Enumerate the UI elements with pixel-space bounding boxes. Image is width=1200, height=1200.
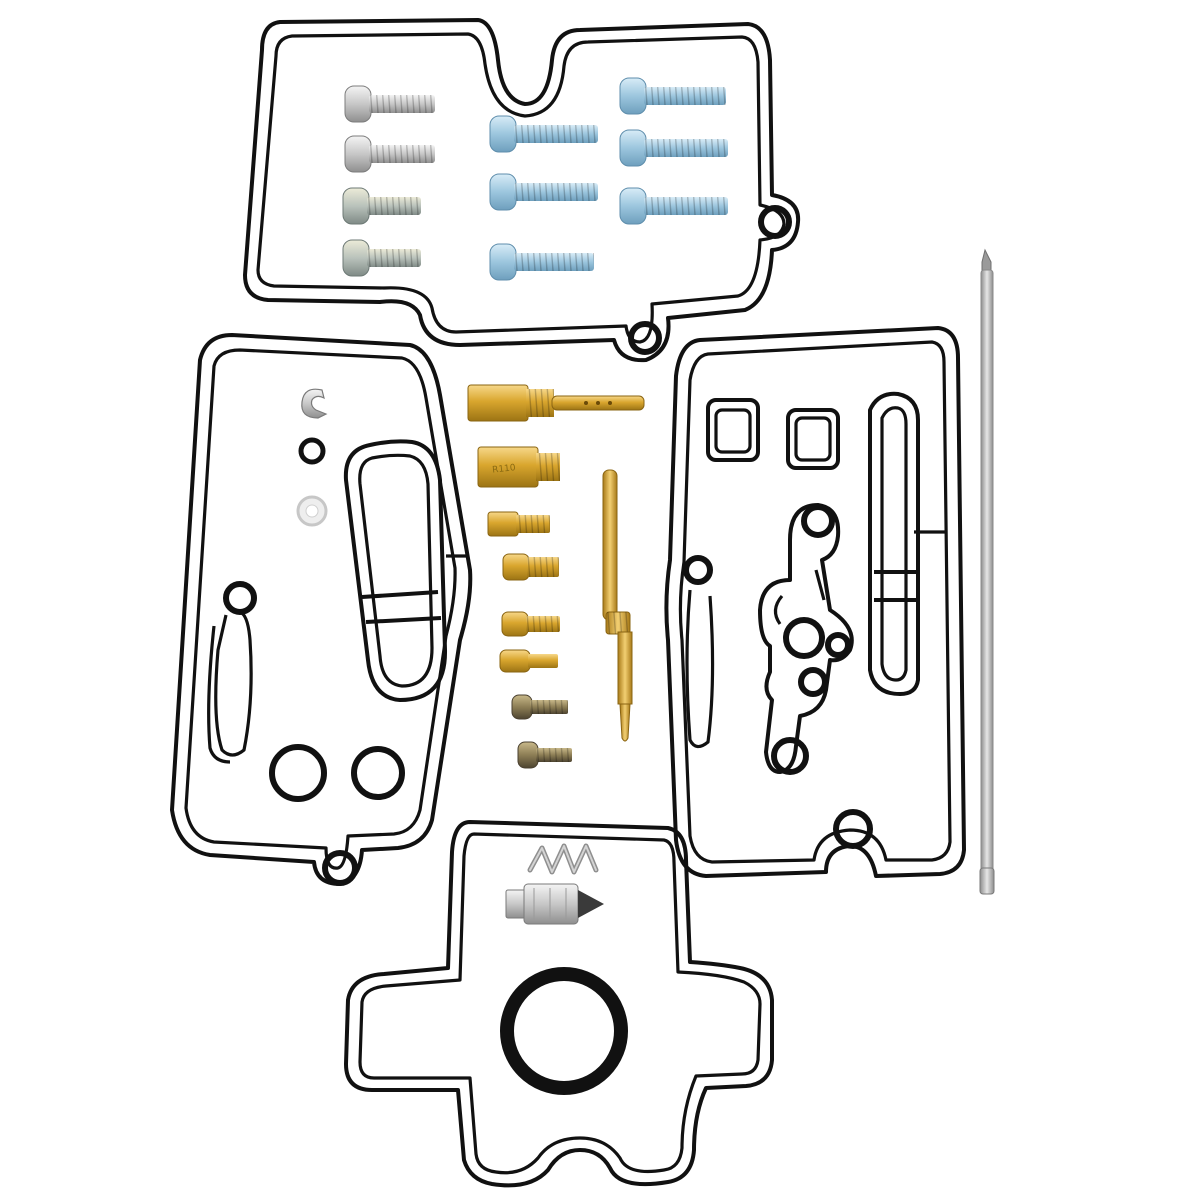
short-zinc-screw — [342, 239, 421, 277]
small-ring — [683, 555, 713, 585]
brass-jet-small — [487, 511, 550, 537]
needle-valve — [505, 883, 604, 925]
left-gasket-eyelet — [322, 850, 358, 886]
spring — [527, 843, 599, 875]
ring-on-shape — [783, 617, 825, 659]
float-pin-rod — [979, 248, 995, 895]
washer — [296, 495, 328, 527]
small-o-ring — [298, 437, 326, 465]
dark-screw — [517, 741, 572, 769]
jet-needle — [602, 469, 633, 742]
ring-on-shape — [801, 504, 835, 538]
short-zinc-screw — [342, 187, 421, 225]
blue-zinc-screw — [619, 187, 728, 225]
blue-zinc-screw — [619, 77, 726, 115]
main-jet: R110 — [477, 446, 560, 488]
top-gasket — [243, 18, 801, 363]
brass-pilot-screw — [499, 649, 558, 673]
silver-screw — [344, 135, 435, 173]
square-gasket — [706, 398, 760, 462]
ring-on-shape — [771, 737, 809, 775]
left-gasket-small-ring — [223, 581, 257, 615]
blue-zinc-screw — [489, 243, 594, 281]
blue-zinc-screw — [489, 173, 598, 211]
blue-zinc-screw — [619, 129, 728, 167]
blue-zinc-screw — [489, 115, 598, 153]
ring-on-shape — [825, 632, 851, 658]
brass-jet-long — [467, 384, 645, 422]
jet-stamp: R110 — [492, 463, 517, 475]
bottom-gasket — [344, 820, 774, 1188]
screw-group — [342, 77, 728, 281]
silver-screw — [344, 85, 435, 123]
o-ring-large — [269, 744, 327, 802]
right-gasket — [664, 326, 966, 878]
left-gasket — [170, 333, 473, 886]
bottom-large-o-ring — [500, 967, 628, 1095]
dark-screw — [511, 694, 568, 720]
brass-pilot-screw — [502, 553, 559, 581]
ring-on-shape — [798, 667, 828, 697]
top-gasket-eyelet-right — [758, 205, 792, 239]
brass-pilot-screw — [501, 611, 560, 637]
brass-parts: R110 — [467, 384, 645, 769]
right-gasket-eyelet — [833, 809, 873, 849]
square-gasket — [786, 408, 840, 470]
o-ring-large — [351, 746, 405, 800]
top-gasket-eyelet-bottom — [628, 321, 662, 355]
e-clip — [301, 388, 328, 419]
